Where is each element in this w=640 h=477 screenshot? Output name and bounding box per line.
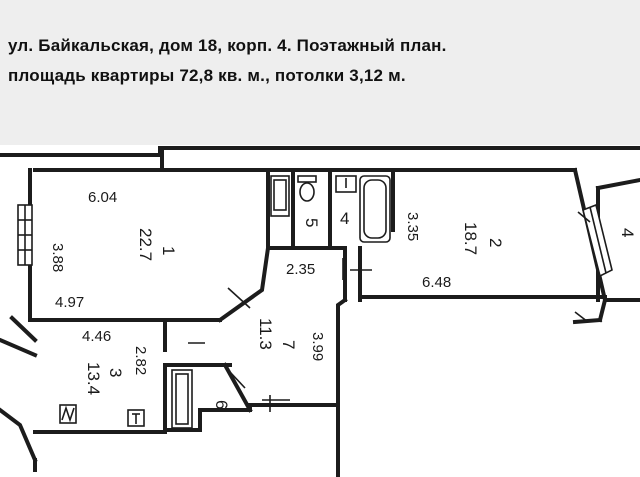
toilet-fixture [297, 175, 317, 202]
room-5-number: 5 [302, 218, 321, 227]
room-1-area: 22.7 [136, 228, 155, 261]
room-7-height: 3.99 [309, 332, 326, 361]
room-3-area: 13.4 [84, 362, 103, 395]
window-left-room-1 [17, 204, 33, 266]
utility-box [127, 409, 145, 427]
window-right-room-2 [582, 203, 613, 278]
room-3-height: 2.82 [132, 346, 149, 375]
shower-box [270, 175, 290, 217]
room-1-height: 3.88 [49, 243, 66, 272]
room-4-number: 4 [340, 209, 349, 228]
caption-area-line: площадь квартиры 72,8 кв. м., потолки 3,… [8, 66, 406, 85]
room-1-bottom-dim: 4.97 [55, 294, 84, 311]
room-7-number: 7 [279, 340, 298, 349]
room-1-width: 6.04 [88, 189, 117, 206]
room-1-number: 1 [159, 246, 178, 255]
room-2-number: 2 [486, 238, 505, 247]
bathtub-fixture [359, 175, 391, 243]
room-2-bottom-dim: 6.48 [422, 274, 451, 291]
room-7-area: 11.3 [256, 318, 275, 350]
room-3-width: 4.46 [82, 328, 111, 345]
wardrobe-fixture [171, 369, 193, 429]
exterior-walls [0, 146, 640, 472]
neighbour-room-label: 4 [618, 228, 637, 237]
room-6-number: 6 [212, 400, 231, 409]
caption-address-line: ул. Байкальская, дом 18, корп. 4. Поэтаж… [8, 36, 447, 55]
radiator-fixture [59, 404, 77, 424]
room-3-number: 3 [106, 368, 125, 377]
room-7-width: 2.35 [286, 261, 315, 278]
door-marks [188, 211, 591, 412]
sink-fixture [335, 175, 357, 193]
room-2-height: 3.35 [404, 212, 421, 241]
caption-panel: ул. Байкальская, дом 18, корп. 4. Поэтаж… [0, 0, 640, 145]
interior-walls [33, 168, 607, 477]
room-2-area: 18.7 [461, 222, 480, 255]
